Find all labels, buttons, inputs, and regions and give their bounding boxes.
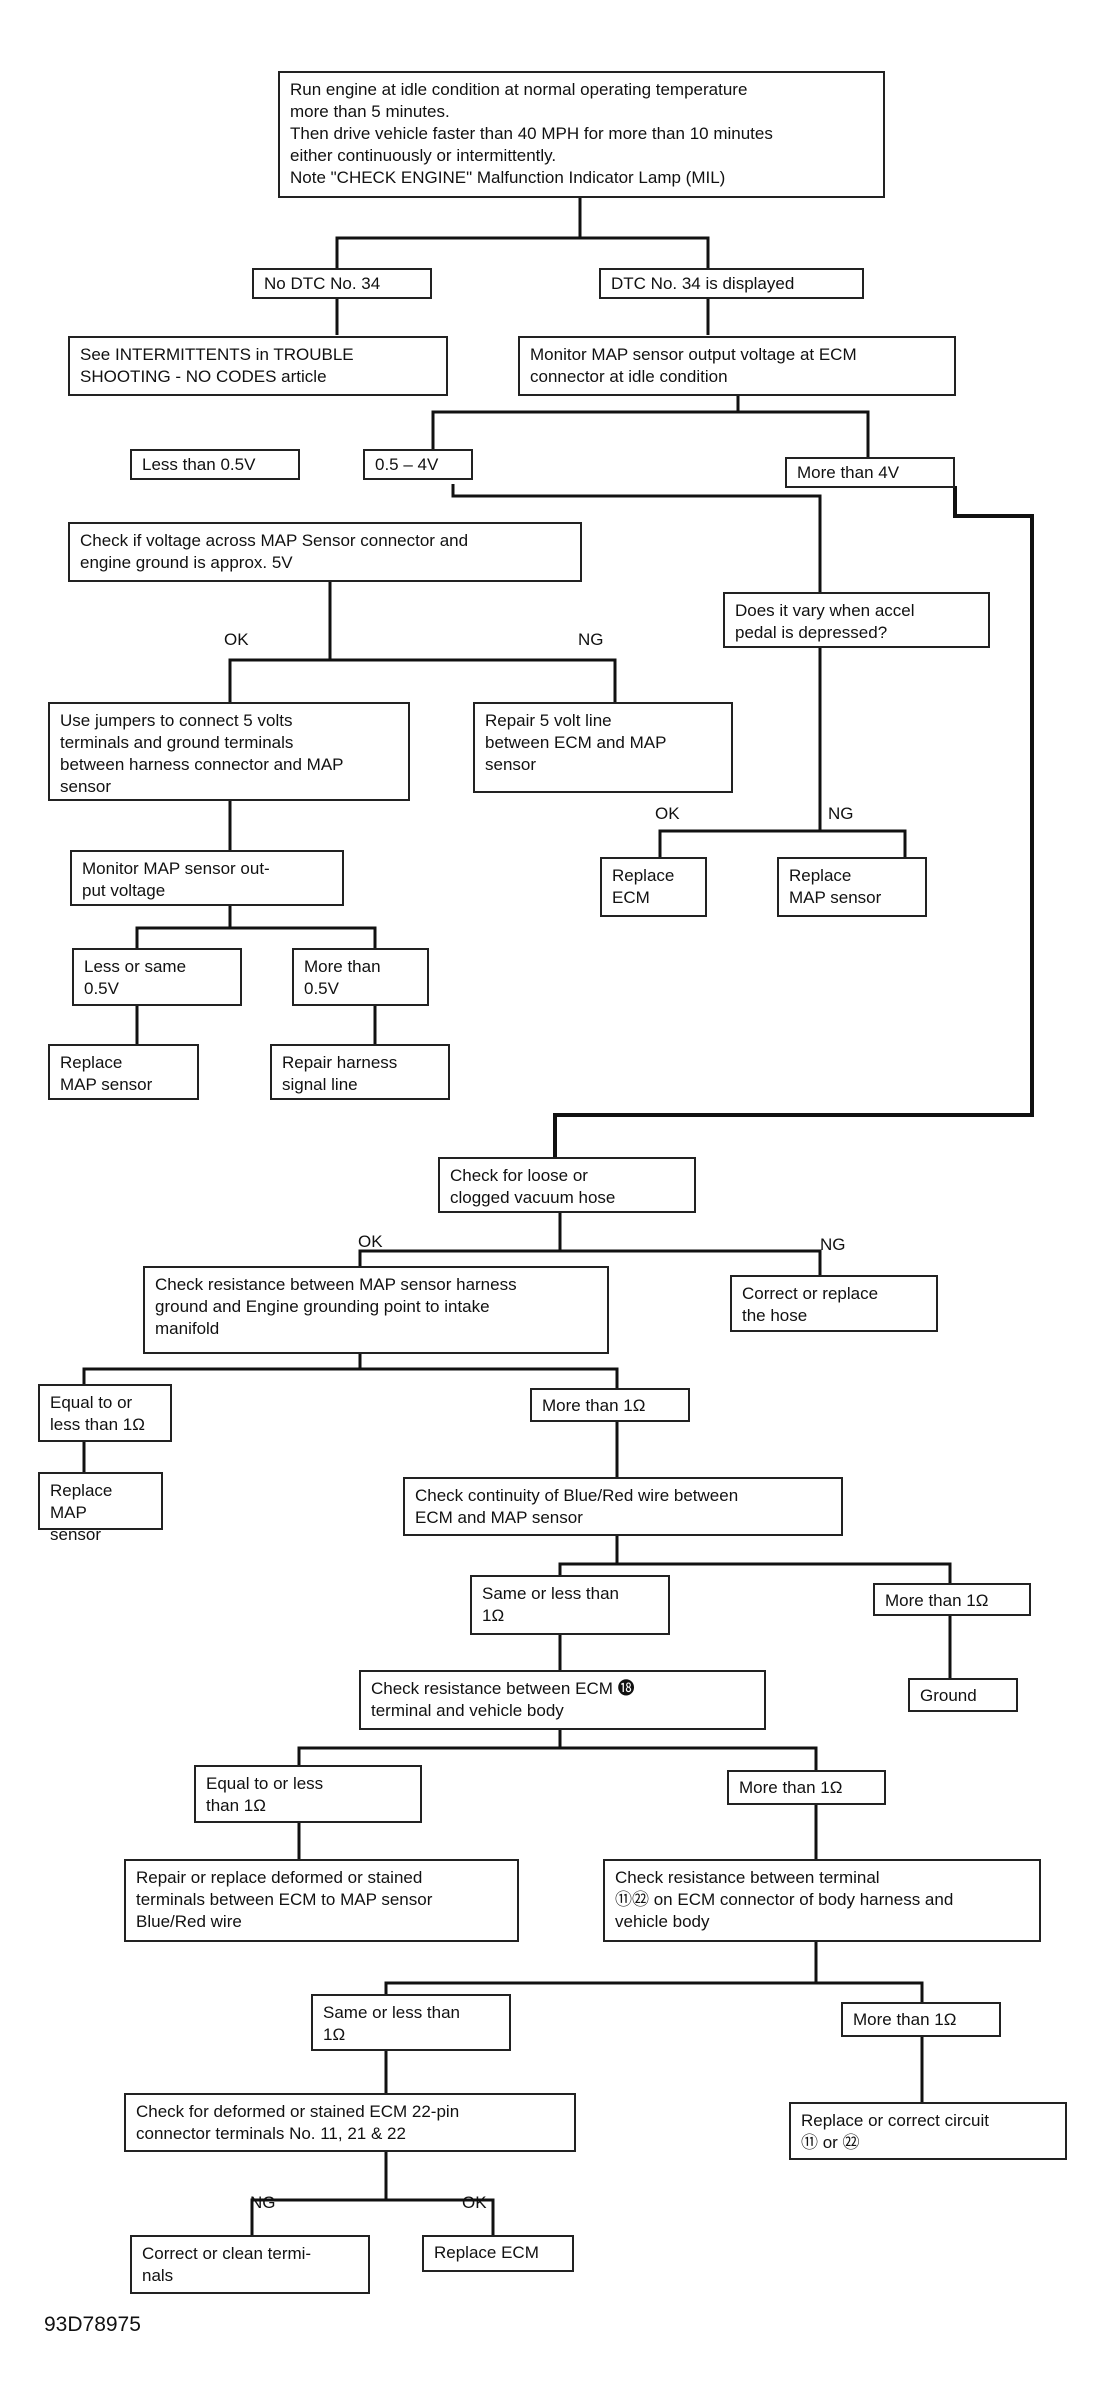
use-jumpers-box: Use jumpers to connect 5 volts terminals…: [48, 702, 410, 801]
replace-map-box-2: Replace MAP sensor: [48, 1044, 199, 1100]
same-less-1-box-a: Same or less than 1Ω: [470, 1575, 670, 1635]
less-than-05v-box: Less than 0.5V: [130, 449, 300, 480]
see-intermittents-box: See INTERMITTENTS in TROUBLE SHOOTING - …: [68, 336, 448, 396]
monitor-out-box: Monitor MAP sensor out- put voltage: [70, 850, 344, 906]
dtc-displayed-box: DTC No. 34 is displayed: [599, 268, 864, 299]
equal-less-1-box-b: Equal to or less than 1Ω: [194, 1765, 422, 1823]
check-pin-box: Check for deformed or stained ECM 22-pin…: [124, 2093, 576, 2152]
less-same-05v-box: Less or same 0.5V: [72, 948, 242, 1006]
check-5v-box: Check if voltage across MAP Sensor conne…: [68, 522, 582, 582]
ground-box: Ground: [908, 1678, 1018, 1712]
replace-ecm-box-2: Replace ECM: [422, 2235, 574, 2272]
ng-label-4: NG: [250, 2193, 276, 2212]
ok-label-3: OK: [358, 1232, 383, 1251]
replace-map-box-1: Replace MAP sensor: [777, 857, 927, 917]
repair-deformed-box: Repair or replace deformed or stained te…: [124, 1859, 519, 1942]
more-than-1-box-c: More than 1Ω: [727, 1770, 886, 1805]
check-resist-ground-box: Check resistance between MAP sensor harn…: [143, 1266, 609, 1354]
monitor-map-box: Monitor MAP sensor output voltage at ECM…: [518, 336, 956, 396]
more-than-05v-box: More than 0.5V: [292, 948, 429, 1006]
correct-clean-box: Correct or clean termi- nals: [130, 2235, 370, 2294]
ok-label-4: OK: [462, 2193, 487, 2212]
more-than-1-box-d: More than 1Ω: [841, 2002, 1001, 2037]
equal-less-1-box: Equal to or less than 1Ω: [38, 1384, 172, 1442]
ng-label-3: NG: [820, 1235, 846, 1254]
more-than-1-box-b: More than 1Ω: [873, 1583, 1031, 1616]
replace-circuit-box: Replace or correct circuit ⑪ or ㉒: [789, 2102, 1067, 2160]
ng-label-2: NG: [828, 804, 854, 823]
check-resist-ecm-box: Check resistance between ECM ⓲ terminal …: [359, 1670, 766, 1730]
more-than-1-box-a: More than 1Ω: [530, 1388, 690, 1422]
ng-label-1: NG: [578, 630, 604, 649]
ok-label-1: OK: [224, 630, 249, 649]
ok-label-2: OK: [655, 804, 680, 823]
start-box: Run engine at idle condition at normal o…: [278, 71, 885, 198]
check-hose-box: Check for loose or clogged vacuum hose: [438, 1157, 696, 1213]
no-dtc-box: No DTC No. 34: [252, 268, 432, 299]
range-05-4v-box: 0.5 – 4V: [363, 449, 473, 480]
replace-map-box-3: Replace MAP sensor: [38, 1472, 163, 1544]
replace-ecm-box-1: Replace ECM: [600, 857, 707, 917]
figure-reference: 93D78975: [44, 2313, 141, 2336]
vary-accel-box: Does it vary when accel pedal is depress…: [723, 592, 990, 648]
more-than-4v-box: More than 4V: [785, 457, 955, 488]
check-continuity-box: Check continuity of Blue/Red wire betwee…: [403, 1477, 843, 1536]
correct-hose-box: Correct or replace the hose: [730, 1275, 938, 1332]
repair-5v-box: Repair 5 volt line between ECM and MAP s…: [473, 702, 733, 793]
same-less-1-box-b: Same or less than 1Ω: [311, 1994, 511, 2051]
check-resist-terminal-box: Check resistance between terminal ⑪㉒ on …: [603, 1859, 1041, 1942]
repair-harness-box: Repair harness signal line: [270, 1044, 450, 1100]
